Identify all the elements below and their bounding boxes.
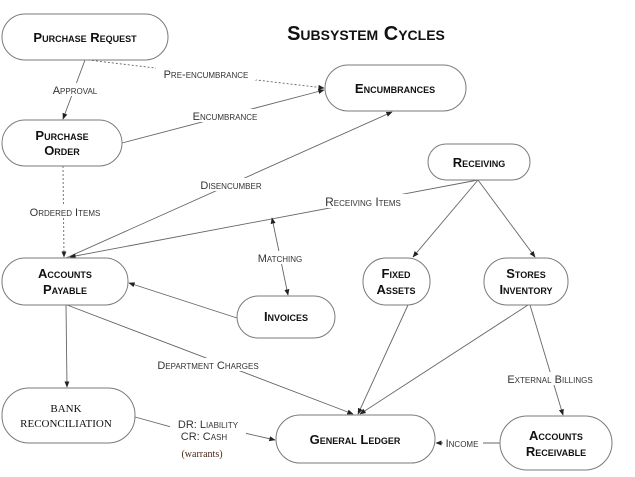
edge-stores-ledger bbox=[359, 304, 529, 415]
label-matching: Matching bbox=[258, 253, 303, 265]
node-bank-reconciliation: BANK RECONCILIATION bbox=[1, 387, 136, 444]
edges bbox=[61, 59, 564, 446]
node-purchase-order: Purchase Order bbox=[1, 119, 123, 167]
node-label: Order bbox=[44, 143, 80, 158]
label-disencumber: Disencumber bbox=[200, 180, 262, 192]
node-label: Fixed bbox=[382, 266, 411, 281]
label-dr-liability: DR: Liability bbox=[178, 419, 239, 431]
label-department-charges: Department Charges bbox=[157, 360, 258, 372]
node-label: BANK bbox=[50, 403, 81, 415]
label-ordered-items: Ordered Items bbox=[30, 207, 101, 219]
node-label: General Ledger bbox=[310, 432, 401, 447]
edge-receiving-fixed-assets bbox=[412, 179, 479, 258]
node-label: Stores bbox=[506, 266, 546, 281]
label-approval: Approval bbox=[53, 85, 98, 97]
node-label: Accounts bbox=[529, 428, 583, 443]
node-fixed-assets: Fixed Assets bbox=[362, 257, 431, 306]
node-label: Inventory bbox=[499, 282, 552, 297]
node-invoices: Invoices bbox=[236, 295, 336, 339]
node-label: Purchase Request bbox=[33, 30, 137, 45]
label-receiving-items: Receiving Items bbox=[325, 195, 401, 209]
node-purchase-request: Purchase Request bbox=[1, 13, 169, 61]
edge-invoices-payable bbox=[128, 282, 238, 319]
node-label: Purchase bbox=[35, 128, 88, 143]
node-encumbrances: Encumbrances bbox=[324, 64, 467, 112]
node-stores-inventory: Stores Inventory bbox=[483, 257, 569, 306]
label-cr-cash: CR: Cash bbox=[181, 431, 228, 443]
node-label: Assets bbox=[377, 282, 416, 297]
diagram-title: Subsystem Cycles bbox=[287, 23, 445, 45]
node-label: Payable bbox=[43, 282, 87, 297]
node-accounts-receivable: Accounts Receivable bbox=[499, 415, 613, 471]
edge-fixed-ledger bbox=[357, 304, 409, 415]
node-receiving: Receiving bbox=[427, 143, 531, 181]
edge-receiving-items bbox=[69, 179, 479, 259]
label-warrants: (warrants) bbox=[181, 449, 222, 460]
node-label: Receivable bbox=[526, 444, 586, 459]
label-pre-encumbrance: Pre-encumbrance bbox=[164, 69, 249, 81]
node-general-ledger: General Ledger bbox=[275, 414, 436, 464]
node-label: RECONCILIATION bbox=[20, 418, 112, 430]
edge-labels: Approval Pre-encumbrance Encumbrance Ord… bbox=[22, 67, 602, 460]
node-label: Accounts bbox=[38, 266, 92, 281]
node-label: Encumbrances bbox=[355, 81, 435, 96]
label-external-billings: External Billings bbox=[507, 374, 592, 386]
node-accounts-payable: Accounts Payable bbox=[1, 257, 129, 306]
node-label: Receiving bbox=[453, 155, 505, 170]
edge-payable-bank bbox=[64, 304, 70, 388]
edge-receiving-stores bbox=[477, 179, 536, 258]
label-encumbrance: Encumbrance bbox=[193, 111, 258, 123]
edge-external-billings bbox=[529, 304, 564, 416]
node-label: Invoices bbox=[264, 309, 308, 324]
label-income: Income bbox=[446, 438, 479, 450]
